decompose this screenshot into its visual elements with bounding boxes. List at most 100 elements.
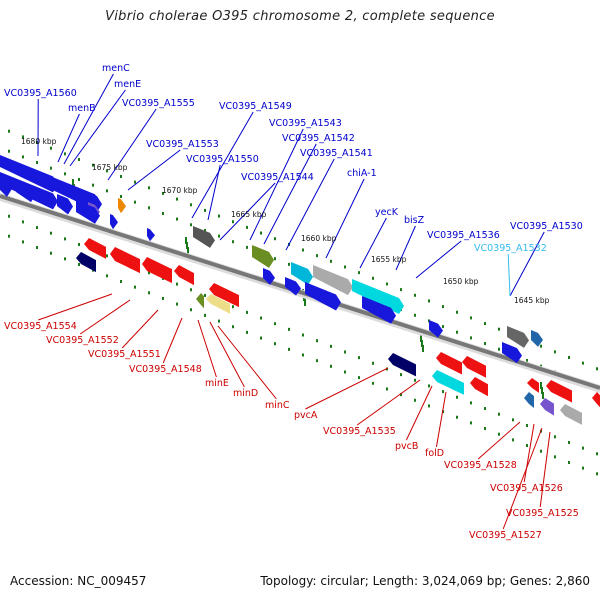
tick-mark [456,415,458,419]
tick-mark [386,387,388,391]
tick-mark [8,214,10,218]
forward-gene-shape [110,214,118,230]
forward-gene-shape [57,194,73,215]
reverse-gene-label: pvcA [294,410,318,421]
reverse-gene-shape [540,398,554,416]
tick-mark [50,251,52,255]
forward-leader [107,108,157,181]
tick-mark [162,211,164,215]
backbone-line [0,194,600,390]
forward-gene-shape [147,228,155,242]
tick-mark [232,325,234,329]
reverse-gene-shape [110,247,140,274]
major-tick [304,299,306,306]
reverse-leader [121,309,159,349]
forward-leader [127,149,181,191]
forward-gene-shape [252,245,274,268]
forward-gene-label: VC0395_A1550 [186,154,259,165]
forward-gene-shape [429,320,443,338]
forward-gene-shape [0,178,12,197]
major-tick [422,345,424,352]
reverse-gene-label: minD [233,388,258,399]
tick-mark [358,356,360,360]
tick-mark [50,231,52,235]
tick-mark [330,259,332,263]
tick-mark [400,288,402,292]
tick-mark [22,135,24,139]
forward-gene-shape [76,200,100,224]
tick-mark [400,393,402,397]
tick-mark [120,174,122,178]
reverse-gene-shape [546,380,572,403]
tick-mark [218,319,220,323]
forward-leader [285,158,335,251]
tick-mark [512,418,514,422]
tick-mark [50,146,52,150]
tick-mark [190,308,192,312]
tick-mark [330,364,332,368]
tick-mark [526,359,528,363]
tick-mark [260,231,262,235]
forward-gene-label: menB [68,103,96,114]
reverse-gene-shape [206,294,230,314]
major-tick [185,237,187,244]
forward-gene-shape [118,198,126,214]
tick-mark [176,217,178,221]
forward-leader [191,111,254,219]
tick-mark [274,322,276,326]
tick-mark [106,274,108,278]
reverse-gene-label: VC0395_A1551 [88,349,161,360]
tick-mark [162,191,164,195]
tick-mark [498,327,500,331]
major-tick [186,242,188,249]
tick-mark [106,189,108,193]
forward-leader [263,143,317,245]
reverse-leader [502,427,543,530]
tick-mark [246,245,248,249]
tick-mark [470,401,472,405]
tick-mark [288,347,290,351]
major-tick [541,387,543,394]
forward-gene-shape [507,326,529,348]
major-tick [542,392,544,399]
major-tick [72,179,74,186]
tick-mark [302,353,304,357]
tick-mark [302,248,304,252]
reverse-gene-label: VC0395_A1526 [490,483,563,494]
tick-mark [470,421,472,425]
forward-gene-label: VC0395_A1553 [146,139,219,150]
tick-mark [190,288,192,292]
reverse-gene-label: VC0395_A1554 [4,321,77,332]
tick-mark [302,333,304,337]
reverse-leader [217,325,277,400]
scale-label: 1655 kbp [371,255,407,264]
forward-gene-label: menC [102,63,130,74]
forward-leader [359,217,387,269]
tick-mark [134,285,136,289]
tick-mark [204,228,206,232]
tick-mark [176,302,178,306]
reverse-gene-shape [196,293,204,309]
tick-mark [386,282,388,286]
tick-mark [596,367,598,371]
tick-mark [414,293,416,297]
tick-mark [540,449,542,453]
reverse-gene-shape [388,353,416,377]
tick-mark [92,163,94,167]
tick-mark [316,254,318,258]
forward-gene-label: bisZ [404,215,425,226]
tick-mark [246,330,248,334]
gene-shapes [0,155,600,425]
tick-mark [582,361,584,365]
forward-gene-shape [352,279,404,315]
scale-label: 1670 kbp [162,186,198,195]
reverse-gene-label: VC0395_A1527 [469,530,542,541]
leader-lines [37,73,551,530]
reverse-gene-shape [76,252,96,273]
tick-mark [148,186,150,190]
tick-mark [498,347,500,351]
tick-mark [78,178,80,182]
major-tick [187,247,189,254]
tick-mark [8,129,10,133]
